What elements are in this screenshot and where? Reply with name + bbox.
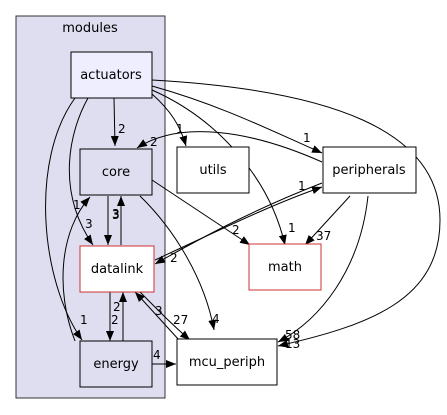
edge-label-datalink-peripherals: 1 (298, 179, 306, 193)
node-utils[interactable]: utils (176, 146, 250, 194)
edge-label-core-math: 2 (232, 223, 240, 237)
edge-label-datalink-mcu-periph: 27 (173, 313, 188, 327)
edge-datalink-peripherals[interactable] (154, 186, 323, 261)
node-energy[interactable]: energy (79, 340, 153, 388)
edge-label-peripherals-mcu-periph: 58 (285, 328, 300, 342)
node-actuators-label: actuators (80, 68, 142, 83)
node-datalink-label: datalink (91, 262, 144, 277)
edge-label-datalink-core: 3 (112, 207, 120, 221)
node-actuators[interactable]: actuators (70, 51, 153, 99)
edge-peripherals-core[interactable] (136, 131, 323, 163)
node-peripherals-label: peripherals (332, 163, 406, 178)
edge-label-peripherals-datalink: 2 (170, 251, 178, 265)
node-core[interactable]: core (79, 148, 153, 196)
node-energy-label: energy (93, 357, 139, 372)
edge-label-core-datalink: 3 (85, 217, 93, 231)
edge-actuators-datalink[interactable] (68, 97, 94, 246)
edge-actuators-utils[interactable] (151, 93, 188, 147)
edge-label-actuators-datalink: 1 (73, 198, 81, 212)
edges: 2 1 1 1 13 1 1 3 3 2 2 4 1 2 37 58 2 (45, 79, 441, 368)
edge-label-peripherals-math: 37 (316, 229, 331, 243)
edge-label-actuators-energy: 1 (80, 313, 88, 327)
edge-label-actuators-core: 2 (118, 122, 126, 136)
node-datalink[interactable]: datalink (79, 245, 155, 293)
node-mcu-periph[interactable]: mcu_periph (176, 338, 278, 386)
edge-peripherals-mcu-periph[interactable] (277, 195, 369, 343)
edge-label-core-mcu-periph: 4 (212, 312, 220, 326)
modules-cluster-label: modules (62, 21, 118, 36)
edge-label-peripherals-core: 2 (150, 135, 158, 149)
edge-mcu-periph-datalink[interactable] (134, 291, 181, 342)
edge-label-energy-datalink: 2 (113, 300, 121, 314)
edge-label-actuators-utils: 1 (176, 122, 184, 136)
edge-peripherals-datalink[interactable] (154, 182, 323, 265)
edge-label-energy-mcu-periph: 4 (153, 348, 161, 362)
edge-label-mcu-periph-datalink: 3 (155, 304, 163, 318)
node-utils-label: utils (199, 163, 227, 178)
edge-datalink-mcu-periph[interactable] (139, 291, 191, 341)
edge-peripherals-math[interactable] (304, 195, 351, 246)
node-math-label: math (268, 260, 302, 275)
edge-core-math[interactable] (151, 179, 251, 246)
edge-label-energy-core: 3 (112, 208, 120, 222)
edge-label-actuators-math: 1 (288, 221, 296, 235)
edge-actuators-core[interactable] (110, 97, 119, 147)
edge-core-mcu-periph[interactable] (139, 195, 217, 331)
edge-label-actuators-peripherals: 1 (303, 131, 311, 145)
edge-label-actuators-mcu-periph: 13 (285, 337, 300, 351)
node-math[interactable]: math (248, 243, 322, 291)
edge-label-datalink-energy: 2 (111, 313, 119, 327)
edge-energy-core[interactable] (62, 196, 91, 342)
edge-actuators-peripherals[interactable] (151, 85, 323, 154)
edge-actuators-mcu-periph[interactable] (151, 79, 441, 348)
node-peripherals[interactable]: peripherals (322, 146, 417, 194)
edge-actuators-energy[interactable] (45, 97, 83, 341)
node-core-label: core (102, 165, 130, 180)
node-mcu-periph-label: mcu_periph (189, 355, 265, 370)
